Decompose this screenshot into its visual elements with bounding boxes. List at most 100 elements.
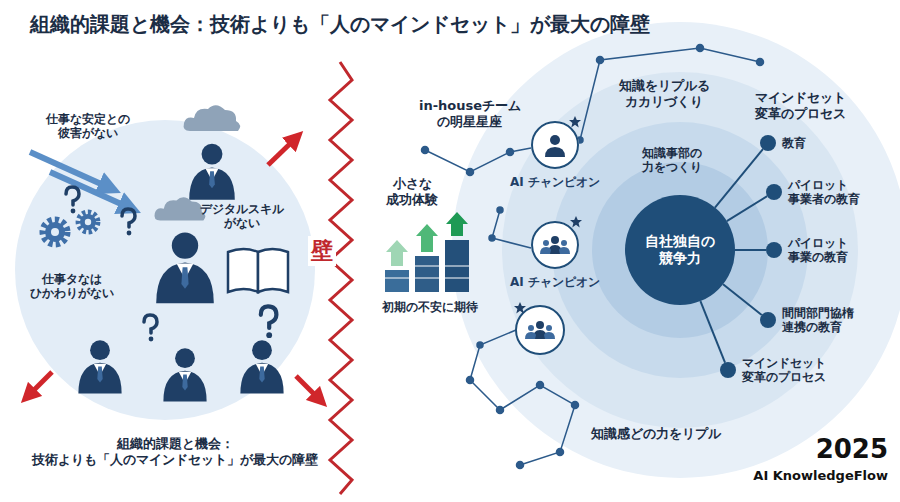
concentric-rings — [502, 72, 858, 428]
text-line: 事業者の教育 — [788, 192, 860, 206]
text-line: マインドセット — [755, 90, 846, 105]
left-illustration — [78, 212, 97, 231]
node-text: AI チャンピオン — [510, 175, 600, 189]
left-illustration — [268, 138, 296, 165]
success-steps — [386, 240, 408, 266]
constellation — [467, 169, 474, 176]
connector-line — [715, 149, 763, 207]
text-line: 知識をリプルる — [619, 78, 710, 93]
node-text: マインドセット 変革のプロセス — [742, 356, 826, 385]
champion-icons — [531, 221, 579, 269]
constellation — [470, 380, 575, 465]
left-illustration — [43, 220, 67, 244]
concentric-rings — [552, 122, 808, 378]
node-text: 教育 — [782, 136, 806, 150]
left-illustration — [154, 197, 205, 220]
success-label: 小さな 成功体験 — [386, 176, 438, 207]
problem-note: 仕事タなは ひかわりがない — [30, 272, 114, 301]
text-line: 事業の教育 — [788, 250, 848, 264]
constellation — [467, 377, 474, 384]
left-illustration — [15, 105, 320, 420]
text-line: 間間部門協楕 — [782, 306, 854, 320]
process-dot: パイロット 事業者の教育 — [766, 184, 782, 200]
left-illustration — [240, 340, 283, 393]
text-line: 技術よりも「人のマインドセット」が最大の障壁 — [32, 452, 318, 467]
success-steps — [415, 266, 469, 267]
book-icon — [228, 249, 258, 292]
success-steps — [446, 212, 468, 236]
text-line: デジタルスキル — [200, 202, 284, 216]
constellation — [507, 149, 514, 156]
left-illustration — [189, 144, 235, 200]
champion-icons — [531, 121, 579, 169]
process-dot: マインドセット 変革のプロセス — [720, 362, 736, 378]
champion-icons — [545, 147, 565, 157]
text-line: 小さな — [393, 176, 432, 191]
problem-note: 仕事な安定との 彼害がない — [46, 112, 130, 141]
champion-circle: AI チャンピオン — [531, 221, 579, 269]
left-illustration — [184, 105, 240, 131]
core-circle: 自社独自の 競争力 — [625, 195, 735, 305]
text-line: パイロット — [788, 178, 848, 192]
text-line: 自社独自の — [645, 233, 715, 249]
ring-label: 知識事部の 力をつくり — [642, 146, 702, 175]
connector-line — [723, 284, 762, 315]
constellation — [497, 407, 504, 414]
wall-zigzag — [330, 62, 352, 494]
wall-label: 壁 — [308, 236, 336, 266]
text-line: 競争力 — [659, 250, 701, 266]
concentric-rings — [592, 162, 768, 338]
year-watermark: 2025 — [816, 434, 888, 465]
constellation-label: in-houseチーム の明星星座 — [419, 98, 521, 129]
champion-icons — [570, 216, 582, 228]
process-dot: パイロット 事業の教育 — [766, 242, 782, 258]
concentric-rings — [452, 22, 900, 478]
node-text: 間間部門協楕 連携の教育 — [782, 306, 854, 335]
book-icon — [258, 249, 288, 292]
constellation — [422, 147, 429, 154]
text-line: カカリづくり — [625, 94, 703, 109]
success-steps — [385, 212, 469, 292]
constellation — [425, 148, 531, 172]
brand-watermark: AI KnowledgeFlow — [753, 468, 888, 484]
title: 組織的課題と機会：技術よりも「人のマインドセット」が最大の障壁 — [30, 12, 650, 36]
left-illustration — [15, 120, 315, 420]
champion-icons — [514, 116, 582, 354]
left-illustration — [50, 172, 130, 208]
left-illustration — [163, 348, 206, 401]
caption: 組織的課題と機会： 技術よりも「人のマインドセット」が最大の障壁 — [32, 436, 318, 467]
node-text: 自社独自の 競争力 — [645, 233, 715, 267]
success-steps — [385, 270, 409, 292]
node-text: AI チャンピオン — [510, 275, 600, 289]
text-line: ひかわりがない — [30, 286, 114, 300]
text-line: 仕事な安定との — [46, 112, 130, 126]
constellation — [470, 330, 516, 380]
text-line: 成功体験 — [386, 192, 438, 207]
process-dot: 教育 — [760, 135, 776, 151]
text-line: 彼害がない — [58, 126, 118, 140]
text-line: の明星星座 — [437, 114, 502, 129]
text-line: がない — [224, 216, 260, 230]
constellation — [492, 210, 531, 248]
constellation — [597, 57, 604, 64]
left-illustration — [156, 232, 214, 303]
node-text: パイロット 事業の教育 — [788, 236, 848, 265]
problem-note: デジタルスキル がない — [200, 202, 284, 231]
success-steps — [415, 256, 439, 292]
success-steps — [416, 224, 438, 252]
champion-icons — [569, 116, 581, 128]
constellation — [489, 235, 495, 241]
constellation — [497, 207, 503, 213]
process-dot: 間間部門協楕 連携の教育 — [760, 312, 776, 328]
node-text: パイロット 事業者の教育 — [788, 178, 860, 207]
constellation — [580, 48, 760, 140]
champion-icons — [514, 302, 526, 314]
text-line: 変革のプロセス — [742, 370, 826, 384]
text-line: 仕事タなは — [42, 272, 102, 286]
champion-circle: AI チャンピオン — [531, 121, 579, 169]
left-illustration — [261, 306, 277, 338]
text-line: マインドセット — [742, 356, 826, 370]
success-steps — [385, 278, 469, 279]
